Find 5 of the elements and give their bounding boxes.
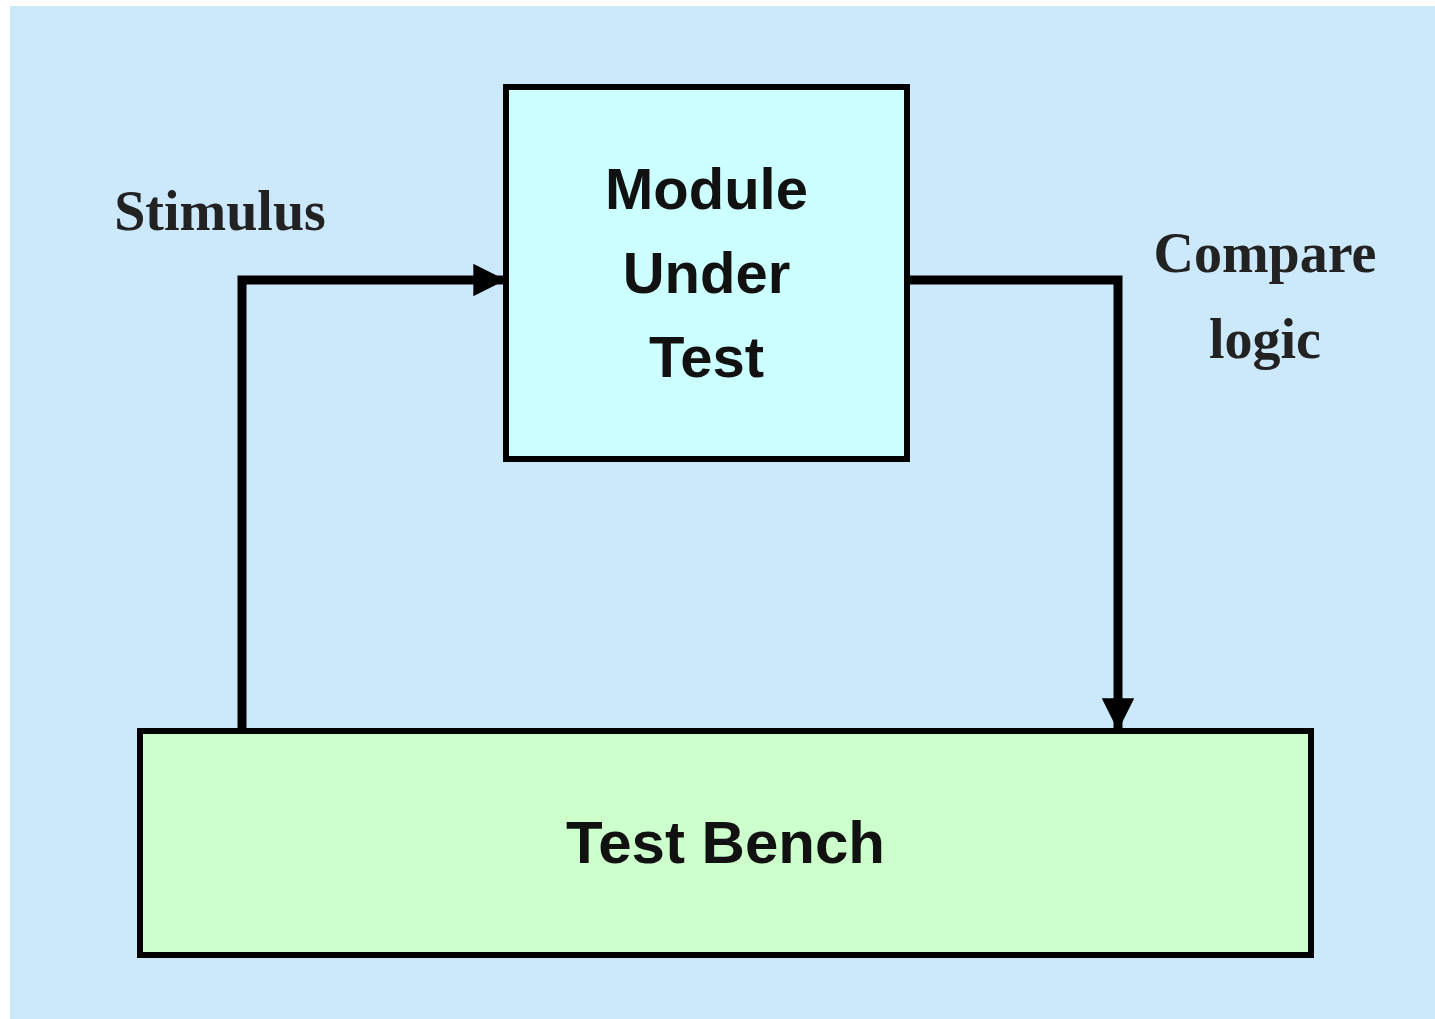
process-box — [137, 728, 1314, 958]
arrow — [910, 275, 1135, 731]
box-label: Module Under Test — [604, 155, 809, 391]
process-box — [503, 84, 910, 462]
box-label: Test Bench — [566, 808, 885, 878]
